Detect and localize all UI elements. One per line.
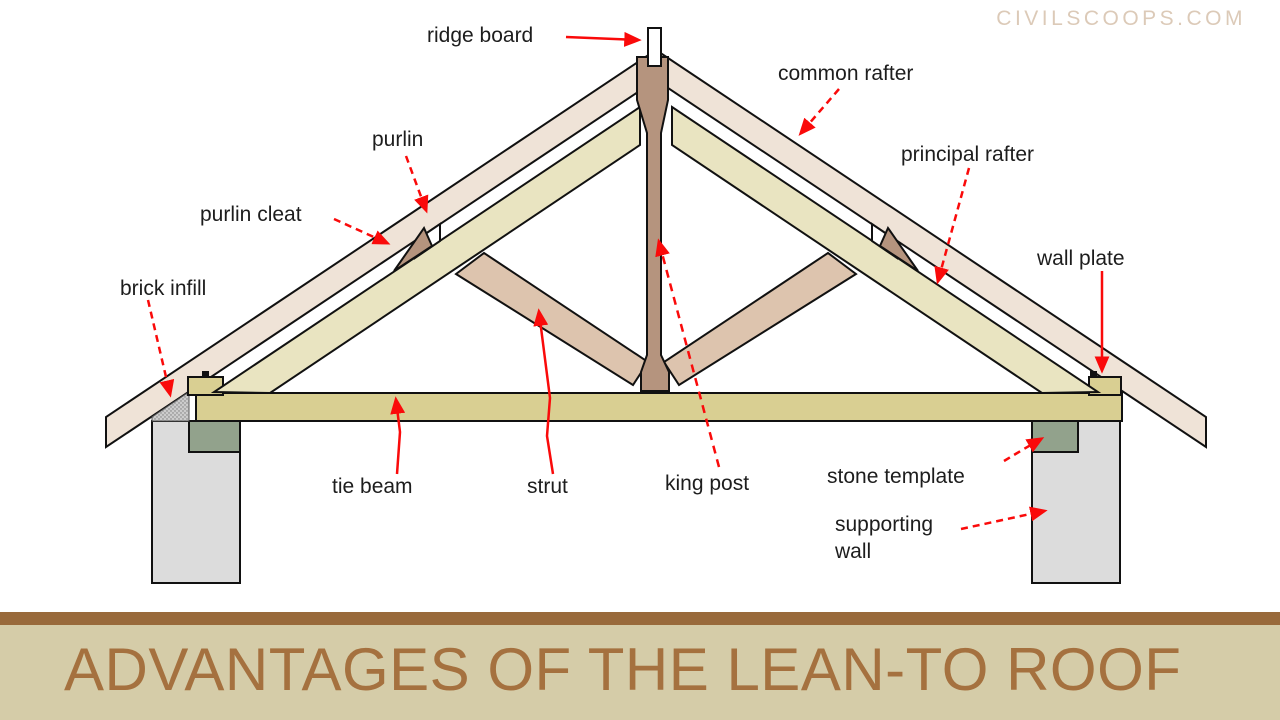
stone-template-right-shape <box>1031 420 1079 453</box>
purlin-cleat-left-shape <box>393 225 434 272</box>
strut-left-shape <box>454 251 650 387</box>
label-purlin-cleat: purlin cleat <box>200 203 302 226</box>
tie-beam-shape <box>195 392 1123 422</box>
brick-infill-shape <box>151 391 190 422</box>
arrow-common-rafter <box>798 88 840 136</box>
watermark-text: CIVILSCOOPS.COM <box>996 7 1246 30</box>
wall-plate-right-tick <box>1090 371 1097 377</box>
arrow-king-post <box>655 238 721 468</box>
arrow-purlin <box>404 155 429 214</box>
wall-plate-left-tick <box>202 371 209 377</box>
label-purlin: purlin <box>372 128 424 151</box>
label-tie-beam: tie beam <box>332 475 413 498</box>
arrow-tie-beam <box>390 396 406 475</box>
banner: ADVANTAGES OF THE LEAN-TO ROOF <box>0 625 1280 720</box>
ridge-board-shape <box>647 27 662 67</box>
label-strut: strut <box>527 475 568 498</box>
label-common-rafter: common rafter <box>778 62 914 85</box>
arrow-supporting-wall <box>960 506 1048 531</box>
banner-divider-bar <box>0 612 1280 625</box>
label-brick-infill: brick infill <box>120 277 207 300</box>
arrow-principal-rafter <box>934 167 971 285</box>
stone-template-left-shape <box>188 420 241 453</box>
arrow-purlin-cleat <box>333 217 391 245</box>
purlin-cleat-right-shape <box>878 225 919 272</box>
label-wall-plate: wall plate <box>1037 247 1125 270</box>
label-stone-template: stone template <box>827 465 965 488</box>
banner-title: ADVANTAGES OF THE LEAN-TO ROOF <box>64 636 1182 703</box>
arrow-strut <box>533 308 555 475</box>
arrow-stone-template <box>1003 437 1045 463</box>
label-king-post: king post <box>665 472 750 495</box>
arrow-brick-infill <box>146 299 175 398</box>
label-principal-rafter: principal rafter <box>901 143 1035 166</box>
label-ridge-board: ridge board <box>427 24 534 47</box>
label-supporting-wall: supporting wall <box>835 513 934 563</box>
truss-diagram <box>105 27 1207 584</box>
arrow-ridge-board <box>565 31 642 47</box>
king-post-shape <box>636 56 670 392</box>
